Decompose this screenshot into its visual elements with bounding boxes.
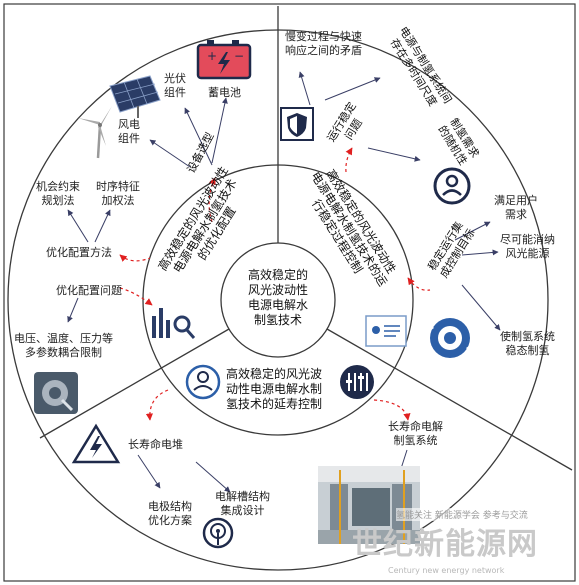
arrow-life-system <box>373 399 411 421</box>
arrow-problem-icon <box>119 287 153 306</box>
arrow-method-constraint <box>67 209 89 243</box>
target-icon <box>202 517 234 549</box>
label-constraint: 机会约束 规划法 <box>36 180 80 207</box>
arrow-equip-wind <box>149 139 191 168</box>
label-pv: 光伏 组件 <box>164 72 186 99</box>
arrow-stack-electrode <box>137 454 161 489</box>
label-long-system: 长寿命电解 制氢系统 <box>388 420 443 447</box>
arrow-ctrl-op <box>345 147 353 173</box>
watermark-en: Century new energy network <box>388 566 505 575</box>
high-voltage-icon <box>71 423 121 464</box>
arrow-problem-param <box>67 297 79 323</box>
svg-text:−: − <box>234 49 244 63</box>
presentation-icon <box>365 315 407 347</box>
chart-search-icon <box>152 308 196 339</box>
user-circle-icon <box>185 364 221 400</box>
arrow-equip-battery <box>211 97 228 164</box>
label-multi-param: 电压、温度、压力等 多参数耦合限制 <box>14 332 113 359</box>
arrow-target-consume <box>461 249 499 256</box>
shield-icon <box>280 107 314 141</box>
arrow-life-stack <box>145 389 169 421</box>
arrow-op-scale <box>324 77 381 101</box>
label-stable-h2: 使制氢系统 稳态制氢 <box>500 330 555 357</box>
label-battery: 蓄电池 <box>208 86 241 99</box>
divider-left <box>39 328 230 439</box>
label-problem: 优化配置问题 <box>56 284 122 297</box>
label-user-demand: 满足用户 需求 <box>494 194 538 221</box>
cycle-gear-icon <box>428 318 472 358</box>
arrow-opt-method <box>119 254 151 262</box>
center-title: 高效稳定的 风光波动性 电源电解水 制氢技术 <box>247 268 308 327</box>
user-icon <box>433 167 471 205</box>
arrow-op-demand <box>367 147 421 162</box>
label-consume: 尽可能消纳 风光能源 <box>500 233 555 260</box>
wind-turbine-icon <box>78 106 112 159</box>
arrow-target-stable <box>461 284 501 331</box>
electrolyzer-photo <box>318 466 420 544</box>
svg-text:+: + <box>207 49 217 63</box>
outer-frame <box>3 3 576 582</box>
watermark-caption: 氢能关注 新能源学会 参考与交流 <box>396 508 528 521</box>
inner-life-extension: 高效稳定的风光波 动性电源电解水制 氢技术的延寿控制 <box>226 367 323 411</box>
divider-right <box>326 328 573 471</box>
label-electrode: 电极结构 优化方案 <box>148 500 192 527</box>
label-method: 优化配置方法 <box>46 246 112 259</box>
label-slow-fast: 慢变过程与快速 响应之间的矛盾 <box>285 30 362 57</box>
label-long-stack: 长寿命电堆 <box>128 438 183 451</box>
settings-gear-icon <box>34 372 78 414</box>
label-timeseries: 时序特征 加权法 <box>96 180 140 207</box>
arrow-equip-pv <box>184 107 213 166</box>
watermark-cn: 世纪新能源网 <box>352 527 538 562</box>
arrow-method-timeseries <box>94 209 111 243</box>
arrow-stack-cell <box>195 461 231 493</box>
arrow-target-user <box>454 221 491 241</box>
solar-panel-icon <box>109 75 161 118</box>
arrow-op-slowfast <box>298 71 311 106</box>
label-wind: 风电 组件 <box>118 118 140 145</box>
battery-icon: + − <box>196 40 252 80</box>
sliders-icon <box>340 365 374 399</box>
arrow-ctrl-target <box>407 277 431 291</box>
label-cell-design: 电解槽结构 集成设计 <box>215 490 270 517</box>
